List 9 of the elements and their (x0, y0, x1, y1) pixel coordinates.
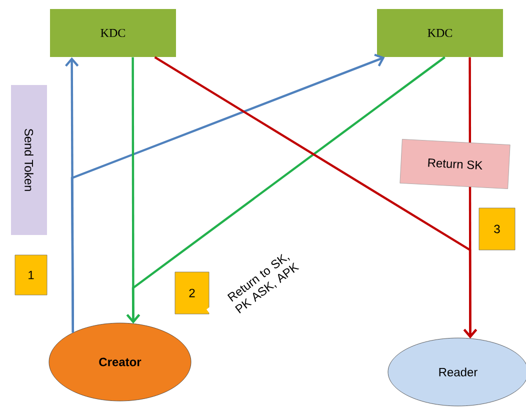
arrow (126, 56, 446, 324)
step-number-box: 2 (174, 272, 210, 314)
step-number-box: 1 (14, 254, 48, 296)
process-box: KDC (377, 9, 503, 57)
process-box: KDC (50, 9, 176, 57)
step-number-box: 3 (478, 208, 516, 250)
label-band: Send Token (11, 85, 47, 235)
arrow (70, 54, 385, 333)
edge-label: Return SK (400, 139, 510, 189)
